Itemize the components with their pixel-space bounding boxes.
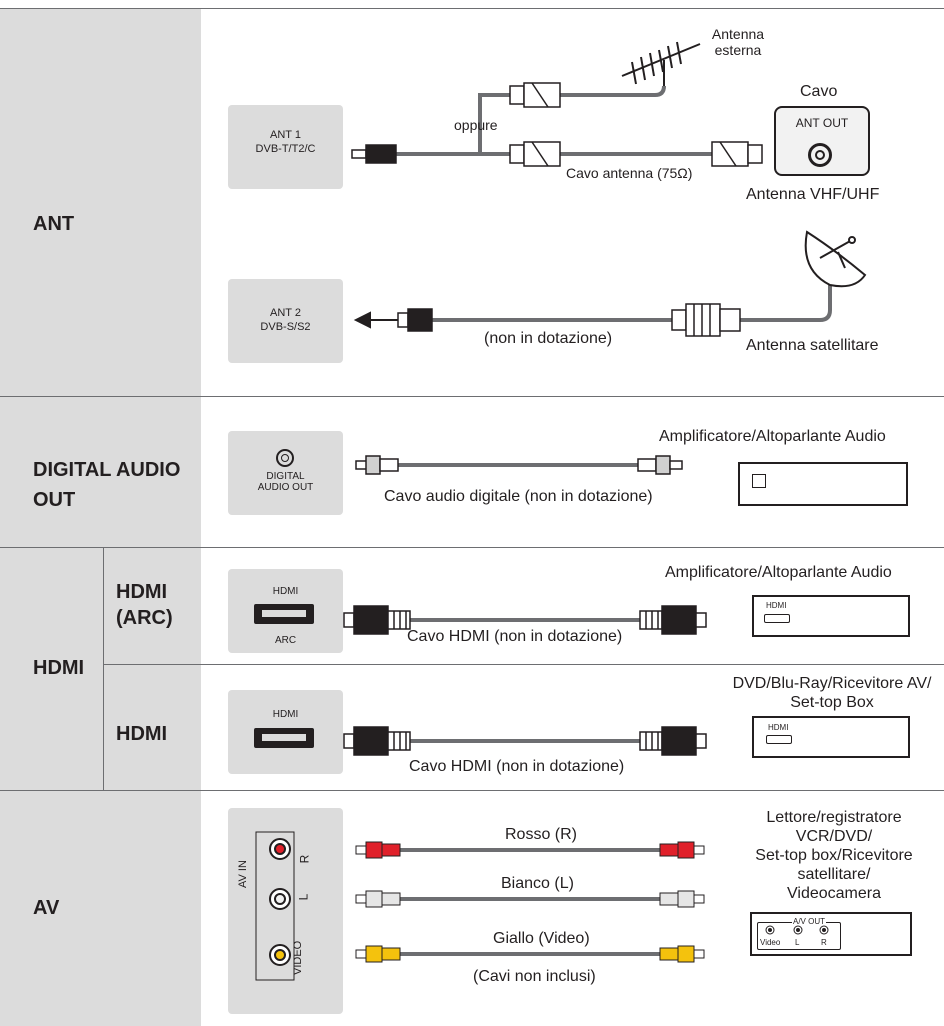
av-device-jacks-icon <box>765 925 829 935</box>
ant-out-socket-inner-icon <box>815 150 825 160</box>
hdmi-arc-device-port-icon <box>764 614 790 623</box>
av-port-frame <box>255 831 295 981</box>
section-title-hdmi-plain: HDMI <box>116 723 168 745</box>
ant2-cable <box>430 282 832 322</box>
av-jack-white-icon <box>269 888 291 910</box>
port-digital-audio-label: DIGITAL AUDIO OUT <box>257 471 314 493</box>
ant-out-socket-icon <box>808 143 832 167</box>
port-hdmi-top: HDMI <box>272 709 299 720</box>
av-not-included-label: (Cavi non inclusi) <box>473 968 596 985</box>
hdmi-arc-socket-inner-icon <box>262 610 306 617</box>
label-column-digital-audio <box>0 397 201 547</box>
av-device-out-label: A/V OUT <box>792 917 827 926</box>
port-hdmi-arc-top: HDMI <box>272 586 299 597</box>
f-connector-icon <box>509 82 763 167</box>
hdmi-device-port-icon <box>766 735 792 744</box>
digital-audio-device <box>738 462 908 506</box>
hdmi-arc-device-port-label: HDMI <box>766 601 787 610</box>
av-device-r-label: R <box>821 938 827 947</box>
port-ant1: ANT 1 DVB-T/T2/C <box>228 105 343 189</box>
av-device-video-label: Video <box>760 938 781 947</box>
av-device <box>750 912 912 956</box>
hdmi-device <box>752 716 910 758</box>
external-antenna-icon <box>621 41 701 86</box>
section-title-hdmi-arc: HDMI (ARC) <box>116 581 173 629</box>
hdmi-arc-device <box>752 595 910 637</box>
divider-ant-digital <box>0 396 944 397</box>
av-device-l-label: L <box>795 938 800 947</box>
label-column-ant <box>0 9 201 396</box>
section-title-hdmi: HDMI <box>33 657 85 679</box>
hdmi-arc-cable <box>343 605 707 635</box>
hdmi-cable <box>343 726 707 756</box>
external-antenna-label: Antenna esterna <box>711 26 765 58</box>
av-jack-red-icon <box>269 838 291 860</box>
label-column-hdmi <box>0 548 201 790</box>
divider-top <box>0 8 944 9</box>
hdmi-device-port-label: HDMI <box>768 723 789 732</box>
ant2-plug-icon <box>397 308 433 332</box>
divider-hdmi-vertical <box>103 548 104 790</box>
cavo-label: Cavo <box>800 83 838 100</box>
port-hdmi-arc: HDMI ARC <box>228 569 343 653</box>
optical-cable-label: Cavo audio digitale (non in dotazione) <box>384 488 653 505</box>
av-yellow-cable <box>355 945 705 963</box>
hdmi-cable-label: Cavo HDMI (non in dotazione) <box>409 758 625 775</box>
av-red-cable <box>355 841 705 859</box>
ant1-coax-cable <box>396 85 712 156</box>
ant2-arrow-icon <box>353 311 398 329</box>
satellite-label: Antenna satellitare <box>746 337 879 354</box>
vhf-uhf-label: Antenna VHF/UHF <box>746 186 880 203</box>
sat-connector-icon <box>671 303 741 337</box>
port-ant2: ANT 2 DVB-S/S2 <box>228 279 343 363</box>
satellite-dish-icon <box>804 230 867 288</box>
ant1-tv-plug-icon <box>351 144 397 164</box>
digital-audio-device-label: Amplificatore/Altoparlante Audio <box>659 428 886 445</box>
digital-audio-device-port-icon <box>752 474 766 488</box>
oppure-label: oppure <box>454 117 498 133</box>
optical-cable <box>355 455 683 475</box>
ant-out-label: ANT OUT <box>795 116 849 130</box>
av-device-label: Lettore/registratore VCR/DVD/ Set-top bo… <box>755 809 913 902</box>
optical-port-inner-icon <box>281 454 289 462</box>
section-title-ant: ANT <box>33 213 75 235</box>
section-title-digital-audio: DIGITAL AUDIO OUT <box>33 459 181 511</box>
divider-hdmi-av <box>0 790 944 791</box>
port-ant1-label: ANT 1 DVB-T/T2/C <box>255 129 316 155</box>
port-hdmi: HDMI <box>228 690 343 774</box>
av-jack-yellow-icon <box>269 944 291 966</box>
coax-cable-label: Cavo antenna (75Ω) <box>566 165 693 181</box>
hdmi-arc-device-label: Amplificatore/Altoparlante Audio <box>665 564 892 581</box>
port-ant2-label: ANT 2 DVB-S/S2 <box>260 307 311 333</box>
hdmi-socket-inner-icon <box>262 734 306 741</box>
av-yellow-label: Giallo (Video) <box>493 930 590 947</box>
divider-hdmi-inner <box>103 664 944 665</box>
divider-digital-hdmi <box>0 547 944 548</box>
av-white-cable <box>355 890 705 908</box>
hdmi-arc-cable-label: Cavo HDMI (non in dotazione) <box>407 628 623 645</box>
section-title-av: AV <box>33 897 60 919</box>
port-hdmi-arc-bottom: ARC <box>274 635 297 646</box>
label-column-av <box>0 791 201 1026</box>
hdmi-device-label: DVD/Blu-Ray/Ricevitore AV/ Set-top Box <box>732 675 932 711</box>
optical-port-icon <box>276 449 294 467</box>
av-red-label: Rosso (R) <box>505 826 578 843</box>
av-white-label: Bianco (L) <box>501 875 574 892</box>
port-digital-audio: DIGITAL AUDIO OUT <box>228 431 343 515</box>
ant2-cable-label: (non in dotazione) <box>484 330 613 347</box>
